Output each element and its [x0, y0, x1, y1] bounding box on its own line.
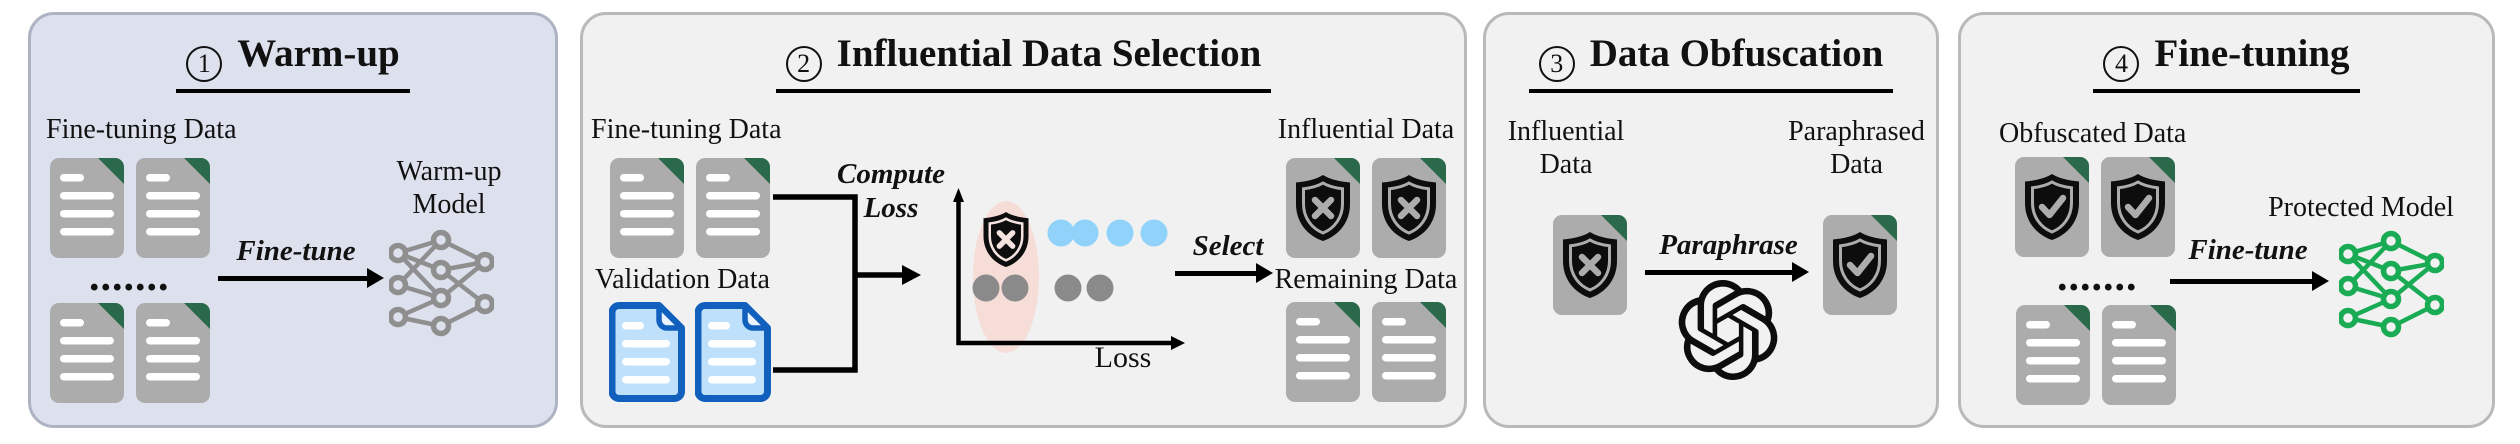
- gray-document-icon: [2016, 305, 2090, 405]
- panel-finetuning: 4 Fine-tuning Obfuscated Data ....... Pr…: [1958, 12, 2495, 428]
- gray-document-icon: [1372, 302, 1446, 402]
- paraphrase-arrow: [1645, 262, 1809, 282]
- finetune-arrow-label: Fine-tune: [2188, 234, 2308, 266]
- compute-loss-label: Compute Loss: [821, 157, 961, 225]
- gray-document-icon: [136, 158, 210, 258]
- gray-document-icon: [696, 158, 770, 258]
- gray-data-point: [972, 274, 1000, 302]
- neural-network-icon: [389, 228, 494, 338]
- gray-data-point: [1001, 274, 1029, 302]
- paraphrase-arrow-label: Paraphrase: [1659, 229, 1798, 261]
- panel-warmup-title: 1 Warm-up: [31, 31, 555, 93]
- loss-axis-label: Loss: [1094, 341, 1152, 374]
- obfuscated-data-label: Obfuscated Data: [1999, 118, 2187, 149]
- blue-data-point: [1106, 219, 1134, 247]
- gray-document-icon: [50, 158, 124, 258]
- shield-cross-document-icon: [1372, 158, 1446, 258]
- shield-cross-document-icon: [1286, 158, 1360, 258]
- finetune-arrow: [2170, 271, 2329, 291]
- compute-loss-label-line1: Compute: [837, 158, 945, 190]
- gray-document-icon: [1286, 302, 1360, 402]
- warmup-model-label-line1: Warm-up: [396, 156, 502, 187]
- gray-document-icon: [610, 158, 684, 258]
- neural-network-icon: [2339, 229, 2444, 339]
- panel-obfuscation-title-text: Data Obfuscation: [1589, 32, 1884, 75]
- compute-loss-label-line2: Loss: [863, 192, 919, 224]
- paraphrased-data-label-line2: Data: [1830, 149, 1883, 180]
- blue-data-point: [1071, 219, 1099, 247]
- shield-check-document-icon: [1823, 215, 1897, 315]
- gray-data-point: [1086, 274, 1114, 302]
- ellipsis-dots: .......: [2057, 254, 2138, 300]
- blue-data-point: [1047, 219, 1075, 247]
- influential-data-label-line2: Data: [1539, 149, 1593, 180]
- select-arrow-label: Select: [1192, 230, 1264, 262]
- gray-document-icon: [50, 303, 124, 403]
- paraphrased-data-label: Paraphrased Data: [1774, 115, 1939, 181]
- panel-obfuscation: 3 Data Obfuscation Influential Data Para…: [1483, 12, 1939, 428]
- influential-data-label: Influential Data: [1277, 114, 1455, 145]
- paraphrased-data-label-line1: Paraphrased: [1788, 116, 1925, 147]
- finetuning-data-label: Fine-tuning Data: [46, 114, 237, 145]
- gray-document-icon: [136, 303, 210, 403]
- step-2-number-circle: 2: [785, 46, 822, 82]
- remaining-data-label: Remaining Data: [1274, 264, 1458, 295]
- step-4-number-circle: 4: [2103, 46, 2140, 82]
- panel-finetuning-title-text: Fine-tuning: [2154, 32, 2350, 75]
- panel-selection: 2 Influential Data Selection Fine-tuning…: [580, 12, 1467, 428]
- panel-warmup: 1 Warm-up Fine-tuning Data ....... Fine-…: [28, 12, 558, 428]
- blue-document-icon: [695, 302, 771, 402]
- gray-document-icon: [2102, 305, 2176, 405]
- blue-data-point: [1140, 219, 1168, 247]
- panel-finetuning-title: 4 Fine-tuning: [1961, 31, 2492, 93]
- ellipsis-dots: .......: [89, 254, 170, 300]
- influential-data-label-line1: Influential: [1507, 116, 1625, 147]
- finetune-arrow-label: Fine-tune: [236, 235, 356, 267]
- panel-selection-title-text: Influential Data Selection: [836, 32, 1262, 75]
- warmup-model-label-line2: Model: [412, 189, 486, 220]
- panel-selection-title: 2 Influential Data Selection: [583, 31, 1464, 93]
- protected-model-label: Protected Model: [2268, 192, 2454, 223]
- finetuning-data-label: Fine-tuning Data: [591, 114, 782, 145]
- panel-obfuscation-title: 3 Data Obfuscation: [1486, 31, 1936, 93]
- shield-check-document-icon: [2015, 157, 2089, 257]
- gray-data-point: [1054, 274, 1082, 302]
- finetune-arrow: [218, 268, 384, 288]
- step-1-number-circle: 1: [186, 46, 223, 82]
- influential-data-label: Influential Data: [1486, 115, 1646, 181]
- validation-data-label: Validation Data: [595, 264, 770, 295]
- shield-cross-document-icon: [1553, 215, 1627, 315]
- select-arrow: [1175, 263, 1273, 283]
- step-3-number-circle: 3: [1538, 46, 1575, 82]
- openai-logo-icon: [1678, 280, 1778, 380]
- panel-warmup-title-text: Warm-up: [237, 32, 400, 75]
- loss-scatter-plot: [953, 188, 1185, 353]
- merge-bracket-arrow: [773, 194, 921, 373]
- blue-document-icon: [609, 302, 685, 402]
- shield-check-document-icon: [2101, 157, 2175, 257]
